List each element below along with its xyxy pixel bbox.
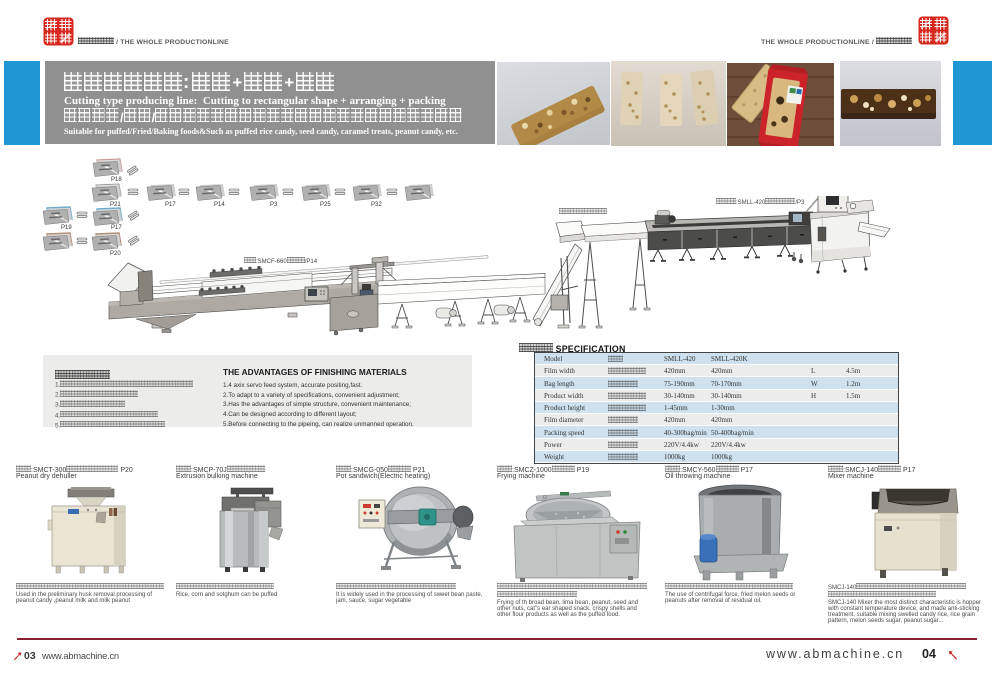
svg-text:P17: P17 (111, 225, 122, 231)
svg-text:P14: P14 (214, 202, 225, 208)
svg-text:P20: P20 (110, 251, 121, 257)
svg-text:P25: P25 (320, 202, 331, 208)
svg-text:P18: P18 (111, 177, 122, 183)
svg-text:P3: P3 (270, 202, 278, 208)
svg-text:P19: P19 (61, 225, 72, 231)
svg-text:P32: P32 (371, 202, 382, 208)
svg-text:P17: P17 (165, 202, 176, 208)
svg-text:P21: P21 (110, 202, 121, 208)
